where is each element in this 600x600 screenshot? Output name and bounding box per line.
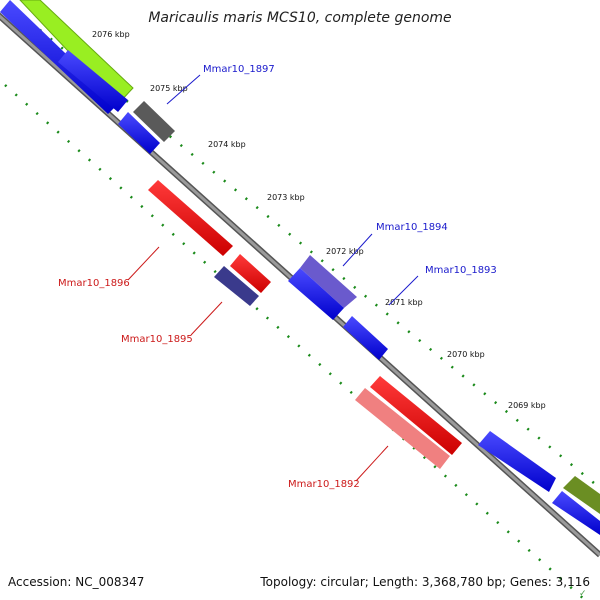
gene-blue-1893 — [343, 316, 388, 360]
kbp-label: 2076 kbp — [92, 30, 130, 39]
kbp-labels: 2076 kbp 2075 kbp 2074 kbp 2073 kbp 2072… — [92, 30, 546, 410]
gene-blue-2 — [58, 50, 128, 112]
gene-blue-1894 — [288, 268, 344, 320]
gene-red-1892 — [370, 376, 462, 455]
kbp-label: 2069 kbp — [508, 401, 546, 410]
kbp-label: 2074 kbp — [208, 140, 246, 149]
gene-pink-1892 — [355, 388, 450, 469]
kbp-label: 2075 kbp — [150, 84, 188, 93]
kbp-label: 2072 kbp — [326, 247, 364, 256]
inner-tick-line — [4, 84, 586, 600]
genome-summary: Topology: circular; Length: 3,368,780 bp… — [260, 575, 590, 589]
gene-label-1892: Mmar10_1892 — [288, 479, 360, 490]
reverse-genes[interactable] — [58, 50, 462, 469]
gene-olive-1 — [563, 476, 600, 514]
gene-red-1896b — [230, 254, 271, 293]
accession-text: Accession: NC_008347 — [8, 575, 145, 589]
kbp-label: 2071 kbp — [385, 298, 423, 307]
gene-label-1895: Mmar10_1895 — [121, 334, 193, 345]
gene-blue-3 — [118, 112, 160, 154]
gene-label-1893: Mmar10_1893 — [425, 265, 497, 276]
gene-grey-1897 — [133, 101, 175, 142]
kbp-label: 2073 kbp — [267, 193, 305, 202]
gene-red-1896 — [148, 180, 233, 256]
gene-labels[interactable]: Mmar10_1897 Mmar10_1894 Mmar10_1893 Mmar… — [58, 64, 497, 490]
gene-label-1896: Mmar10_1896 — [58, 278, 130, 289]
gene-blue-2069 — [478, 431, 556, 492]
gene-blue-right — [552, 491, 600, 535]
kbp-label: 2070 kbp — [447, 350, 485, 359]
gene-label-1897: Mmar10_1897 — [203, 64, 275, 75]
gene-leaders — [127, 74, 419, 482]
gene-navy-1895 — [214, 266, 259, 306]
gene-purple-1894 — [300, 255, 357, 308]
gene-label-1894: Mmar10_1894 — [376, 222, 448, 233]
corner-mark: ✓ — [579, 589, 587, 599]
map-title: Maricaulis maris MCS10, complete genome — [148, 10, 452, 26]
